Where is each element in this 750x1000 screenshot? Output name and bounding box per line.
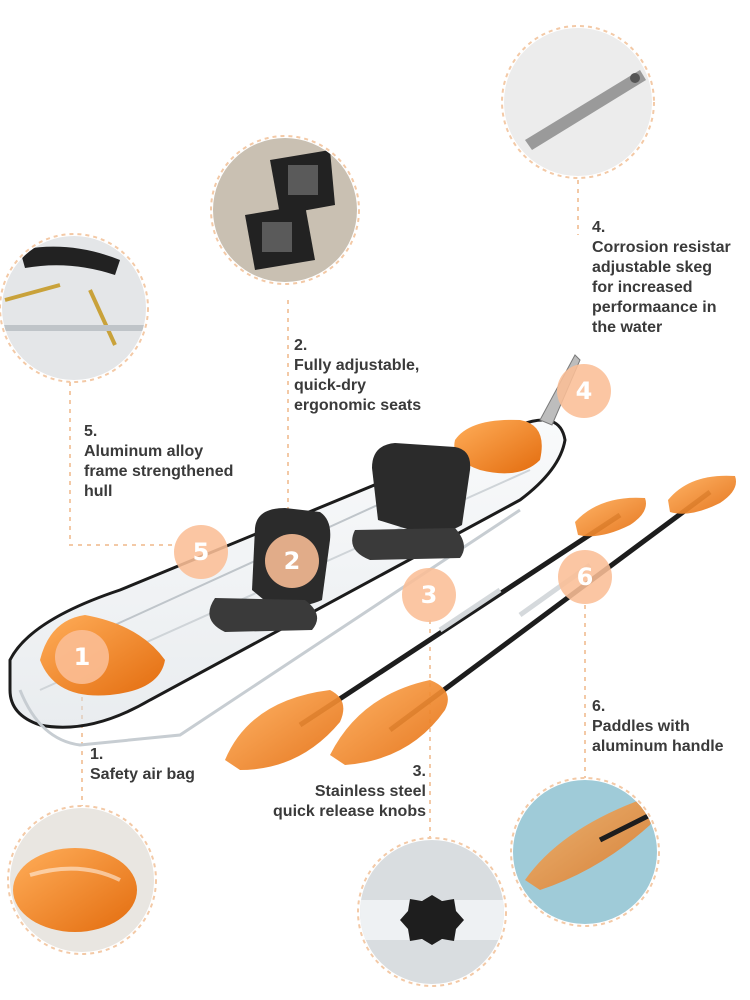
feature-label-5: 5. Aluminum alloy frame strengthened hul… — [84, 423, 234, 500]
feature-label-6: 6. Paddles with aluminum handle — [592, 698, 724, 755]
badge-2: 2 — [265, 534, 319, 588]
feature-label-4: 4. Corrosion resistar adjustable skeg fo… — [592, 219, 731, 336]
badge-1: 1 — [55, 630, 109, 684]
feature-label-2: 2. Fully adjustable, quick-dry ergonomic… — [294, 337, 422, 414]
frame-closeup — [0, 233, 149, 383]
badge-4: 4 — [557, 364, 611, 418]
safety-air-bag-closeup — [7, 805, 157, 955]
feature-label-3: 3. Stainless steel quick release knobs — [273, 763, 426, 820]
badge-3: 3 — [402, 568, 456, 622]
badge-6: 6 — [558, 550, 612, 604]
knob-closeup — [357, 837, 507, 987]
seats-closeup — [210, 135, 360, 285]
skeg-closeup — [501, 25, 655, 179]
feature-label-1: 1. Safety air bag — [90, 746, 195, 783]
paddle-closeup — [510, 777, 660, 927]
paddles — [225, 475, 736, 770]
badge-5: 5 — [174, 525, 228, 579]
